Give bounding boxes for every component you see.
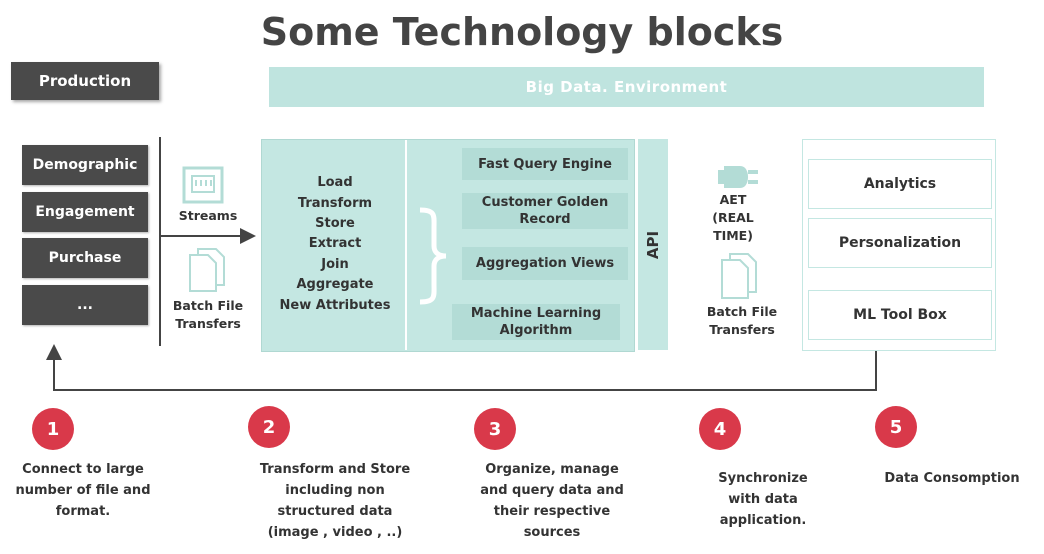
step-3-text: Organize, manage and query data and thei… (480, 462, 624, 540)
step-4-badge: 4 (699, 408, 741, 450)
production-label: Production (11, 62, 159, 100)
step-5-badge: 5 (875, 406, 917, 448)
step-store: Store (315, 216, 355, 231)
step-new-attributes: New Attributes (279, 298, 391, 313)
aggregation-views-box: Aggregation Views (462, 247, 628, 280)
source-engagement: Engagement (22, 192, 148, 232)
machine-learning-algorithm-box: Machine Learning Algorithm (452, 304, 620, 340)
streams-icon (182, 166, 224, 204)
curly-brace-icon (412, 206, 452, 306)
api-label-wrapper: API (638, 139, 668, 350)
api-column (638, 139, 668, 350)
source-divider (159, 137, 161, 346)
step-aggregate: Aggregate (296, 277, 374, 292)
step-4-text: Synchronize with data application. (718, 471, 808, 528)
source-purchase: Purchase (22, 238, 148, 278)
step-5-text: Data Consomption (884, 471, 1020, 486)
step-3-badge: 3 (474, 408, 516, 450)
step-1-badge: 1 (32, 408, 74, 450)
processing-divider (405, 140, 407, 350)
step-2-text: Transform and Store including non struct… (259, 462, 411, 540)
diagram-title: Some Technology blocks (260, 10, 784, 54)
ml-toolbox-box: ML Tool Box (808, 290, 992, 340)
plug-icon (716, 162, 760, 192)
step-extract: Extract (308, 236, 362, 251)
personalization-box: Personalization (808, 218, 992, 268)
source-demographic: Demographic (22, 145, 148, 185)
batch-transfer-label: Batch File Transfers (172, 298, 244, 331)
batch-file-export-icon (718, 250, 758, 300)
customer-golden-record-box: Customer Golden Record (462, 193, 628, 229)
fast-query-engine-box: Fast Query Engine (462, 148, 628, 180)
step-load: Load (317, 175, 353, 190)
aet-label: AET (REAL TIME) (712, 192, 754, 243)
batch-transfer-export-label: Batch File Transfers (706, 304, 778, 337)
batch-file-icon (186, 245, 226, 293)
analytics-box: Analytics (808, 159, 992, 209)
step-1-text: Connect to large number of file and form… (15, 462, 151, 519)
api-label: API (644, 230, 662, 259)
step-2-badge: 2 (248, 406, 290, 448)
source-more: ... (22, 285, 148, 325)
step-transform: Transform (297, 196, 373, 211)
step-join: Join (321, 257, 349, 272)
streams-label: Streams (178, 208, 238, 223)
big-data-environment-banner: Big Data. Environment (269, 67, 984, 107)
